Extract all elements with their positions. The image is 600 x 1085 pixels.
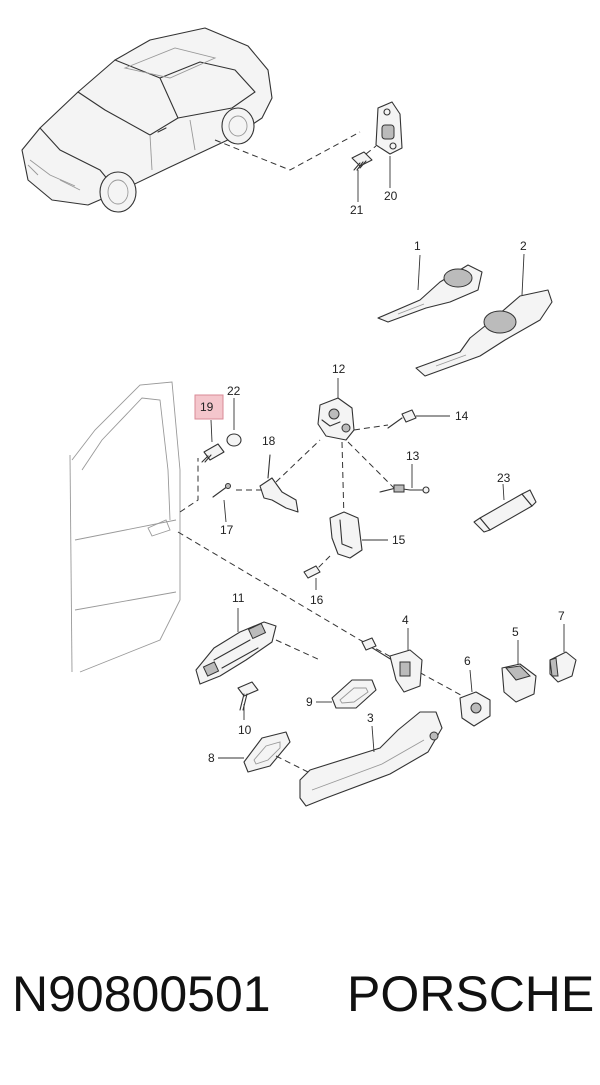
parts-diagram: .ln { fill: none; stroke: #333; stroke-w… bbox=[21, 27, 577, 807]
leader-door-to-17 bbox=[179, 458, 199, 513]
part-number: N90800501 bbox=[12, 966, 271, 1022]
part-8-gasket bbox=[243, 731, 291, 773]
highlight-19 bbox=[194, 394, 224, 420]
label-10: 10 bbox=[238, 723, 252, 737]
car-illustration bbox=[21, 27, 273, 213]
label-5: 5 bbox=[512, 625, 519, 639]
label-18: 18 bbox=[262, 434, 276, 448]
label-3: 3 bbox=[367, 711, 374, 725]
label-13: 13 bbox=[406, 449, 420, 463]
label-2: 2 bbox=[520, 239, 527, 253]
label-8: 8 bbox=[208, 751, 215, 765]
label-16: 16 bbox=[310, 593, 324, 607]
part-5-cap bbox=[501, 663, 537, 703]
label-7: 7 bbox=[558, 609, 565, 623]
brand-name: PORSCHE bbox=[347, 966, 595, 1022]
part-3-handle bbox=[299, 711, 443, 807]
label-17: 17 bbox=[220, 523, 234, 537]
part-22-ring bbox=[226, 433, 242, 447]
part-17-rod bbox=[212, 483, 231, 498]
part-16-pin bbox=[303, 565, 321, 579]
label-21: 21 bbox=[350, 203, 364, 217]
part-9-gasket bbox=[331, 679, 377, 709]
leader-door-to-handle bbox=[177, 531, 471, 701]
part-13-cable bbox=[379, 484, 430, 494]
part-14-switch bbox=[387, 409, 417, 429]
label-19: 19 bbox=[200, 400, 214, 414]
caption: N90800501 PORSCHE bbox=[0, 965, 600, 1045]
label-15: 15 bbox=[392, 533, 406, 547]
part-15-cover bbox=[329, 511, 363, 559]
part-6-cap bbox=[459, 691, 491, 727]
part-4-cylinder bbox=[361, 637, 423, 693]
label-14: 14 bbox=[455, 409, 469, 423]
label-12: 12 bbox=[332, 362, 346, 376]
label-1: 1 bbox=[414, 239, 421, 253]
part-21-screw bbox=[351, 145, 377, 171]
part-20-striker-plate bbox=[375, 101, 403, 155]
door-outline bbox=[69, 381, 181, 673]
label-22: 22 bbox=[227, 384, 241, 398]
label-4: 4 bbox=[402, 613, 409, 627]
label-23: 23 bbox=[497, 471, 511, 485]
part-10-screw bbox=[237, 681, 259, 711]
part-23-tube bbox=[473, 489, 537, 533]
label-9: 9 bbox=[306, 695, 313, 709]
part-19-screw bbox=[201, 443, 225, 463]
label-11: 11 bbox=[232, 591, 245, 605]
label-20: 20 bbox=[384, 189, 398, 203]
label-6: 6 bbox=[464, 654, 471, 668]
part-12-lock bbox=[317, 397, 355, 441]
part-2-key bbox=[415, 289, 553, 377]
part-18-bracket bbox=[259, 454, 299, 513]
part-11-carrier bbox=[195, 621, 277, 685]
part-1-key bbox=[377, 264, 483, 323]
part-7-cap bbox=[549, 651, 577, 683]
leader-car-to-striker bbox=[214, 131, 361, 171]
